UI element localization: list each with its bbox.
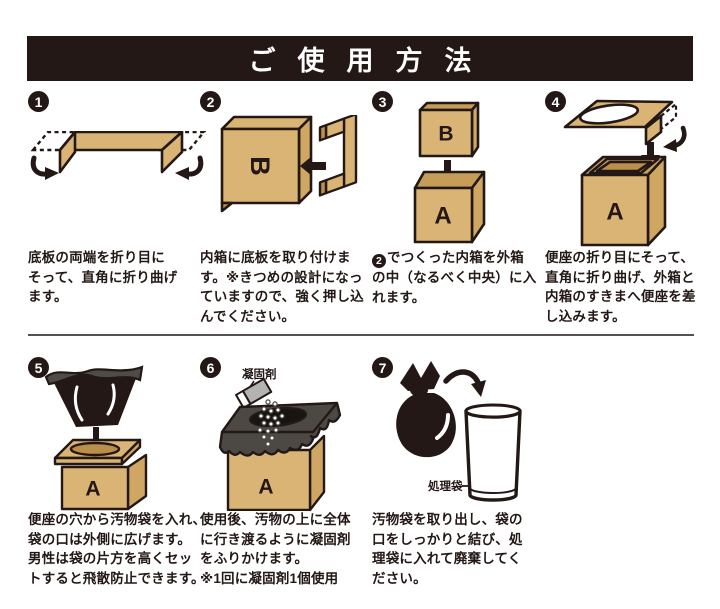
inner-box-front xyxy=(418,108,474,158)
coagulant-granules xyxy=(257,399,285,447)
step-7-text: 汚物袋を取り出し、袋の 口をしっかりと結び、処 理袋に入れて廃棄してく ださい。 xyxy=(372,512,523,586)
row-divider xyxy=(28,334,694,336)
board-left-flap xyxy=(58,131,77,174)
inner-box-label: B xyxy=(438,123,453,146)
step-7-badge: 7 xyxy=(372,357,393,378)
curved-arrow-icon xyxy=(663,125,687,152)
left-arrow-icon xyxy=(300,156,326,176)
step-4: 4 A xyxy=(545,91,717,335)
curved-arrow-icon xyxy=(443,369,486,397)
disposal-bag-container xyxy=(464,403,522,502)
tied-waste-bag xyxy=(396,361,456,458)
step-4-badge: 4 xyxy=(545,91,566,112)
insert-inner-box-illustration: B A xyxy=(413,101,486,244)
page-title: ご使用方法 xyxy=(27,36,693,81)
box-front xyxy=(60,465,130,511)
step-5-text: 便座の穴から汚物袋を入れ、 袋の口は外側に広げます。 男性は袋の片方を高くセッ … xyxy=(28,512,207,586)
box-label: A xyxy=(258,476,273,499)
inner-box-cavity xyxy=(595,160,653,173)
bag-highlight xyxy=(435,413,450,440)
inner-box-label: B xyxy=(245,156,275,176)
step-2-text: 内箱に底板を取り付けま す。※きつめの設計になっ ていますので、強く押し込 んで… xyxy=(200,250,364,324)
board-edge xyxy=(220,201,234,213)
box-side xyxy=(308,434,326,511)
step-6: 6 凝固剤 A xyxy=(200,357,378,597)
disposal-bag-label: 処理袋 xyxy=(427,479,463,493)
step-5-badge: 5 xyxy=(28,357,49,378)
insert-waste-bag-illustration: A xyxy=(44,365,148,511)
fold-arrow-icon xyxy=(30,155,59,180)
waste-bag-rim xyxy=(44,365,144,386)
outer-box-label: A xyxy=(434,203,451,230)
step-1-badge: 1 xyxy=(28,91,49,112)
folded-board-piece xyxy=(318,115,358,197)
inner-box-front-face xyxy=(220,127,301,205)
step-4-text: 便座の折り目にそって、 直角に折り曲げ、外箱と 内箱のすきまへ便座を差 し込みま… xyxy=(545,250,696,324)
step-1-text: 底板の両端を折り目に そって、直角に折り曲げ ます。 xyxy=(28,250,178,304)
outer-box-label: A xyxy=(606,199,623,226)
fold-arrow-icon xyxy=(175,155,204,180)
sprinkle-coagulant-illustration: 凝固剤 A xyxy=(218,367,342,511)
outer-box-front xyxy=(413,186,474,244)
dispose-bag-illustration: 処理袋 xyxy=(396,361,522,502)
step-2-badge: 2 xyxy=(200,91,221,112)
seat-right-edge xyxy=(120,438,142,466)
step-6-text: 使用後、汚物の上に全体 に行き渡るように凝固剤 をふりかけます。 ※1回に凝固剤… xyxy=(200,512,351,586)
board-right-flap xyxy=(160,131,184,174)
box-side xyxy=(126,453,148,511)
fold-bottom-board-illustration xyxy=(30,131,206,180)
coagulant-label: 凝固剤 xyxy=(242,367,277,381)
box-label: A xyxy=(85,478,100,501)
waste-bag-body xyxy=(50,368,140,427)
step-2-reference-badge: 2 xyxy=(372,254,386,269)
step-2: 2 B 内箱に底板を取り付けま す。※きつめの設計に xyxy=(200,91,372,335)
seat-hole xyxy=(69,441,121,457)
outer-box-front xyxy=(580,173,650,247)
inner-box-top-face xyxy=(220,115,313,131)
attach-bottom-board-illustration: B xyxy=(220,115,358,213)
step-5: 5 A 便座の穴から汚物袋 xyxy=(28,357,206,597)
step-1: 1 底板の両端を折り目に そって、直角に折り曲げ ます。 xyxy=(28,91,206,335)
step-6-badge: 6 xyxy=(200,357,221,378)
seat-hole xyxy=(578,103,640,125)
seat-flap xyxy=(644,114,663,146)
draped-bag xyxy=(218,401,342,457)
bag-highlight xyxy=(73,383,116,422)
insert-seat-illustration: A xyxy=(563,99,687,247)
seat-front-edge xyxy=(53,456,124,466)
step-7: 7 処理袋 汚物袋を取り出し、袋の 口をしっかりと結び、処 理袋に xyxy=(372,357,550,597)
step-3-badge: 3 xyxy=(372,91,393,112)
